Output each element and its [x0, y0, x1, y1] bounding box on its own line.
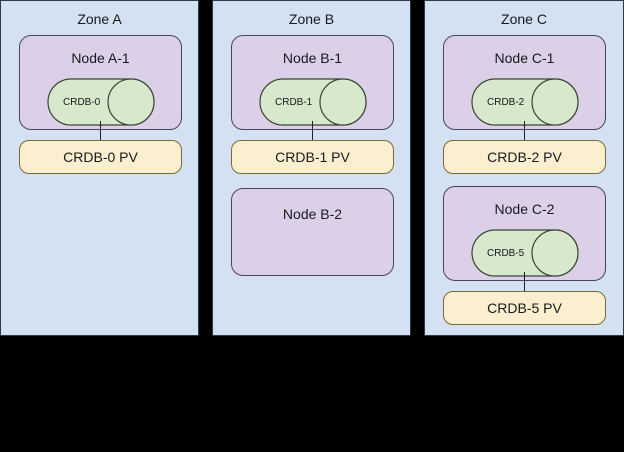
connector-node-c-1-to-crdb-2-pv: [524, 121, 525, 140]
node-c-2[interactable]: Node C-2 CRDB-5: [443, 186, 606, 281]
node-b-1[interactable]: Node B-1 CRDB-1: [231, 35, 394, 130]
node-b-2[interactable]: Node B-2: [231, 188, 394, 276]
cylinder-shape-icon: [47, 78, 155, 126]
pv-crdb-1-label: CRDB-1 PV: [275, 149, 350, 165]
node-c-1-label: Node C-1: [494, 50, 555, 66]
database-label-crdb-2: CRDB-2: [487, 96, 525, 108]
pv-crdb-2-label: CRDB-2 PV: [487, 149, 562, 165]
pv-crdb-0[interactable]: CRDB-0 PV: [19, 140, 182, 174]
pv-crdb-0-label: CRDB-0 PV: [63, 149, 138, 165]
database-label-crdb-5: CRDB-5: [487, 247, 525, 259]
database-cylinder-crdb-2[interactable]: CRDB-2: [471, 78, 579, 126]
zone-a-container: Zone A Node A-1 CRDB-0 CRDB-0 PV: [0, 0, 199, 336]
node-c-1[interactable]: Node C-1 CRDB-2: [443, 35, 606, 130]
pv-crdb-5[interactable]: CRDB-5 PV: [443, 291, 606, 325]
connector-node-c-2-to-crdb-5-pv: [524, 272, 525, 291]
pv-crdb-2[interactable]: CRDB-2 PV: [443, 140, 606, 174]
node-c-2-label: Node C-2: [494, 201, 555, 217]
cylinder-shape-icon: [259, 78, 367, 126]
database-label-crdb-1: CRDB-1: [275, 96, 313, 108]
zone-a-label: Zone A: [77, 11, 122, 27]
database-cylinder-crdb-5[interactable]: CRDB-5: [471, 229, 579, 277]
database-label-crdb-0: CRDB-0: [63, 96, 101, 108]
pv-crdb-5-label: CRDB-5 PV: [487, 300, 562, 316]
zone-b-label: Zone B: [288, 11, 335, 27]
node-a-1-label: Node A-1: [71, 50, 130, 66]
database-cylinder-crdb-1[interactable]: CRDB-1: [259, 78, 367, 126]
connector-node-b-1-to-crdb-1-pv: [312, 121, 313, 140]
cylinder-shape-icon: [471, 78, 579, 126]
zone-b-container: Zone B Node B-1 CRDB-1 CRDB-1 PV Node B-…: [212, 0, 411, 336]
zone-c-container: Zone C Node C-1 CRDB-2 CRDB-2 PV Node C-…: [424, 0, 624, 336]
node-b-1-label: Node B-1: [282, 50, 343, 66]
database-cylinder-crdb-0[interactable]: CRDB-0: [47, 78, 155, 126]
node-b-2-label: Node B-2: [282, 206, 343, 222]
connector-node-a-1-to-crdb-0-pv: [100, 121, 101, 140]
cylinder-shape-icon: [471, 229, 579, 277]
pv-crdb-1[interactable]: CRDB-1 PV: [231, 140, 394, 174]
node-a-1[interactable]: Node A-1 CRDB-0: [19, 35, 182, 130]
zone-c-label: Zone C: [501, 11, 547, 27]
